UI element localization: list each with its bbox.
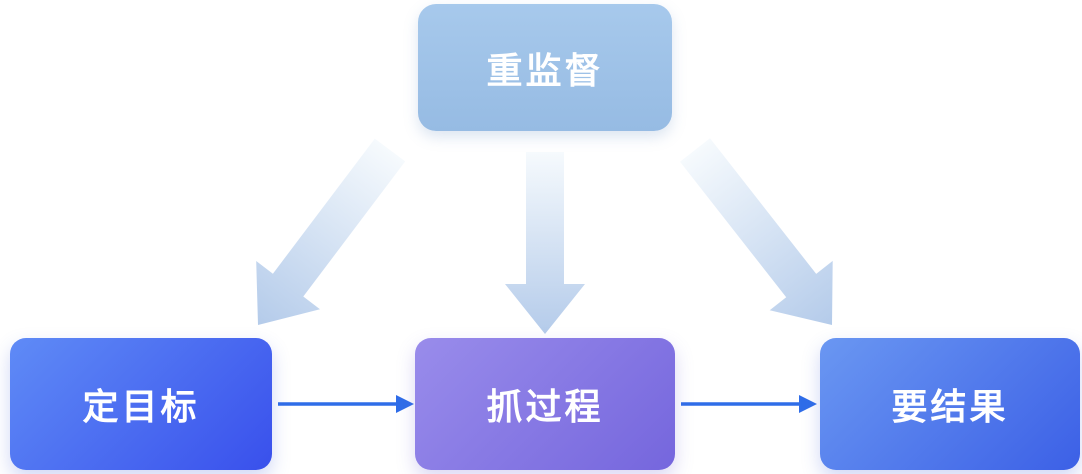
node-set-goals: 定目标 — [10, 338, 272, 470]
node-supervision: 重监督 — [418, 4, 672, 131]
connector-middle-to-right — [681, 395, 817, 413]
node-supervision-label: 重监督 — [486, 49, 604, 91]
connector-top-to-left — [256, 138, 406, 325]
connector-top-to-middle — [505, 152, 585, 334]
node-demand-results-label: 要结果 — [891, 386, 1009, 427]
node-manage-process: 抓过程 — [415, 338, 675, 470]
node-manage-process-label: 抓过程 — [486, 386, 604, 427]
node-set-goals-label: 定目标 — [82, 386, 200, 427]
connector-top-to-right — [680, 138, 833, 325]
connector-left-to-middle — [278, 395, 414, 413]
node-demand-results: 要结果 — [820, 338, 1080, 470]
